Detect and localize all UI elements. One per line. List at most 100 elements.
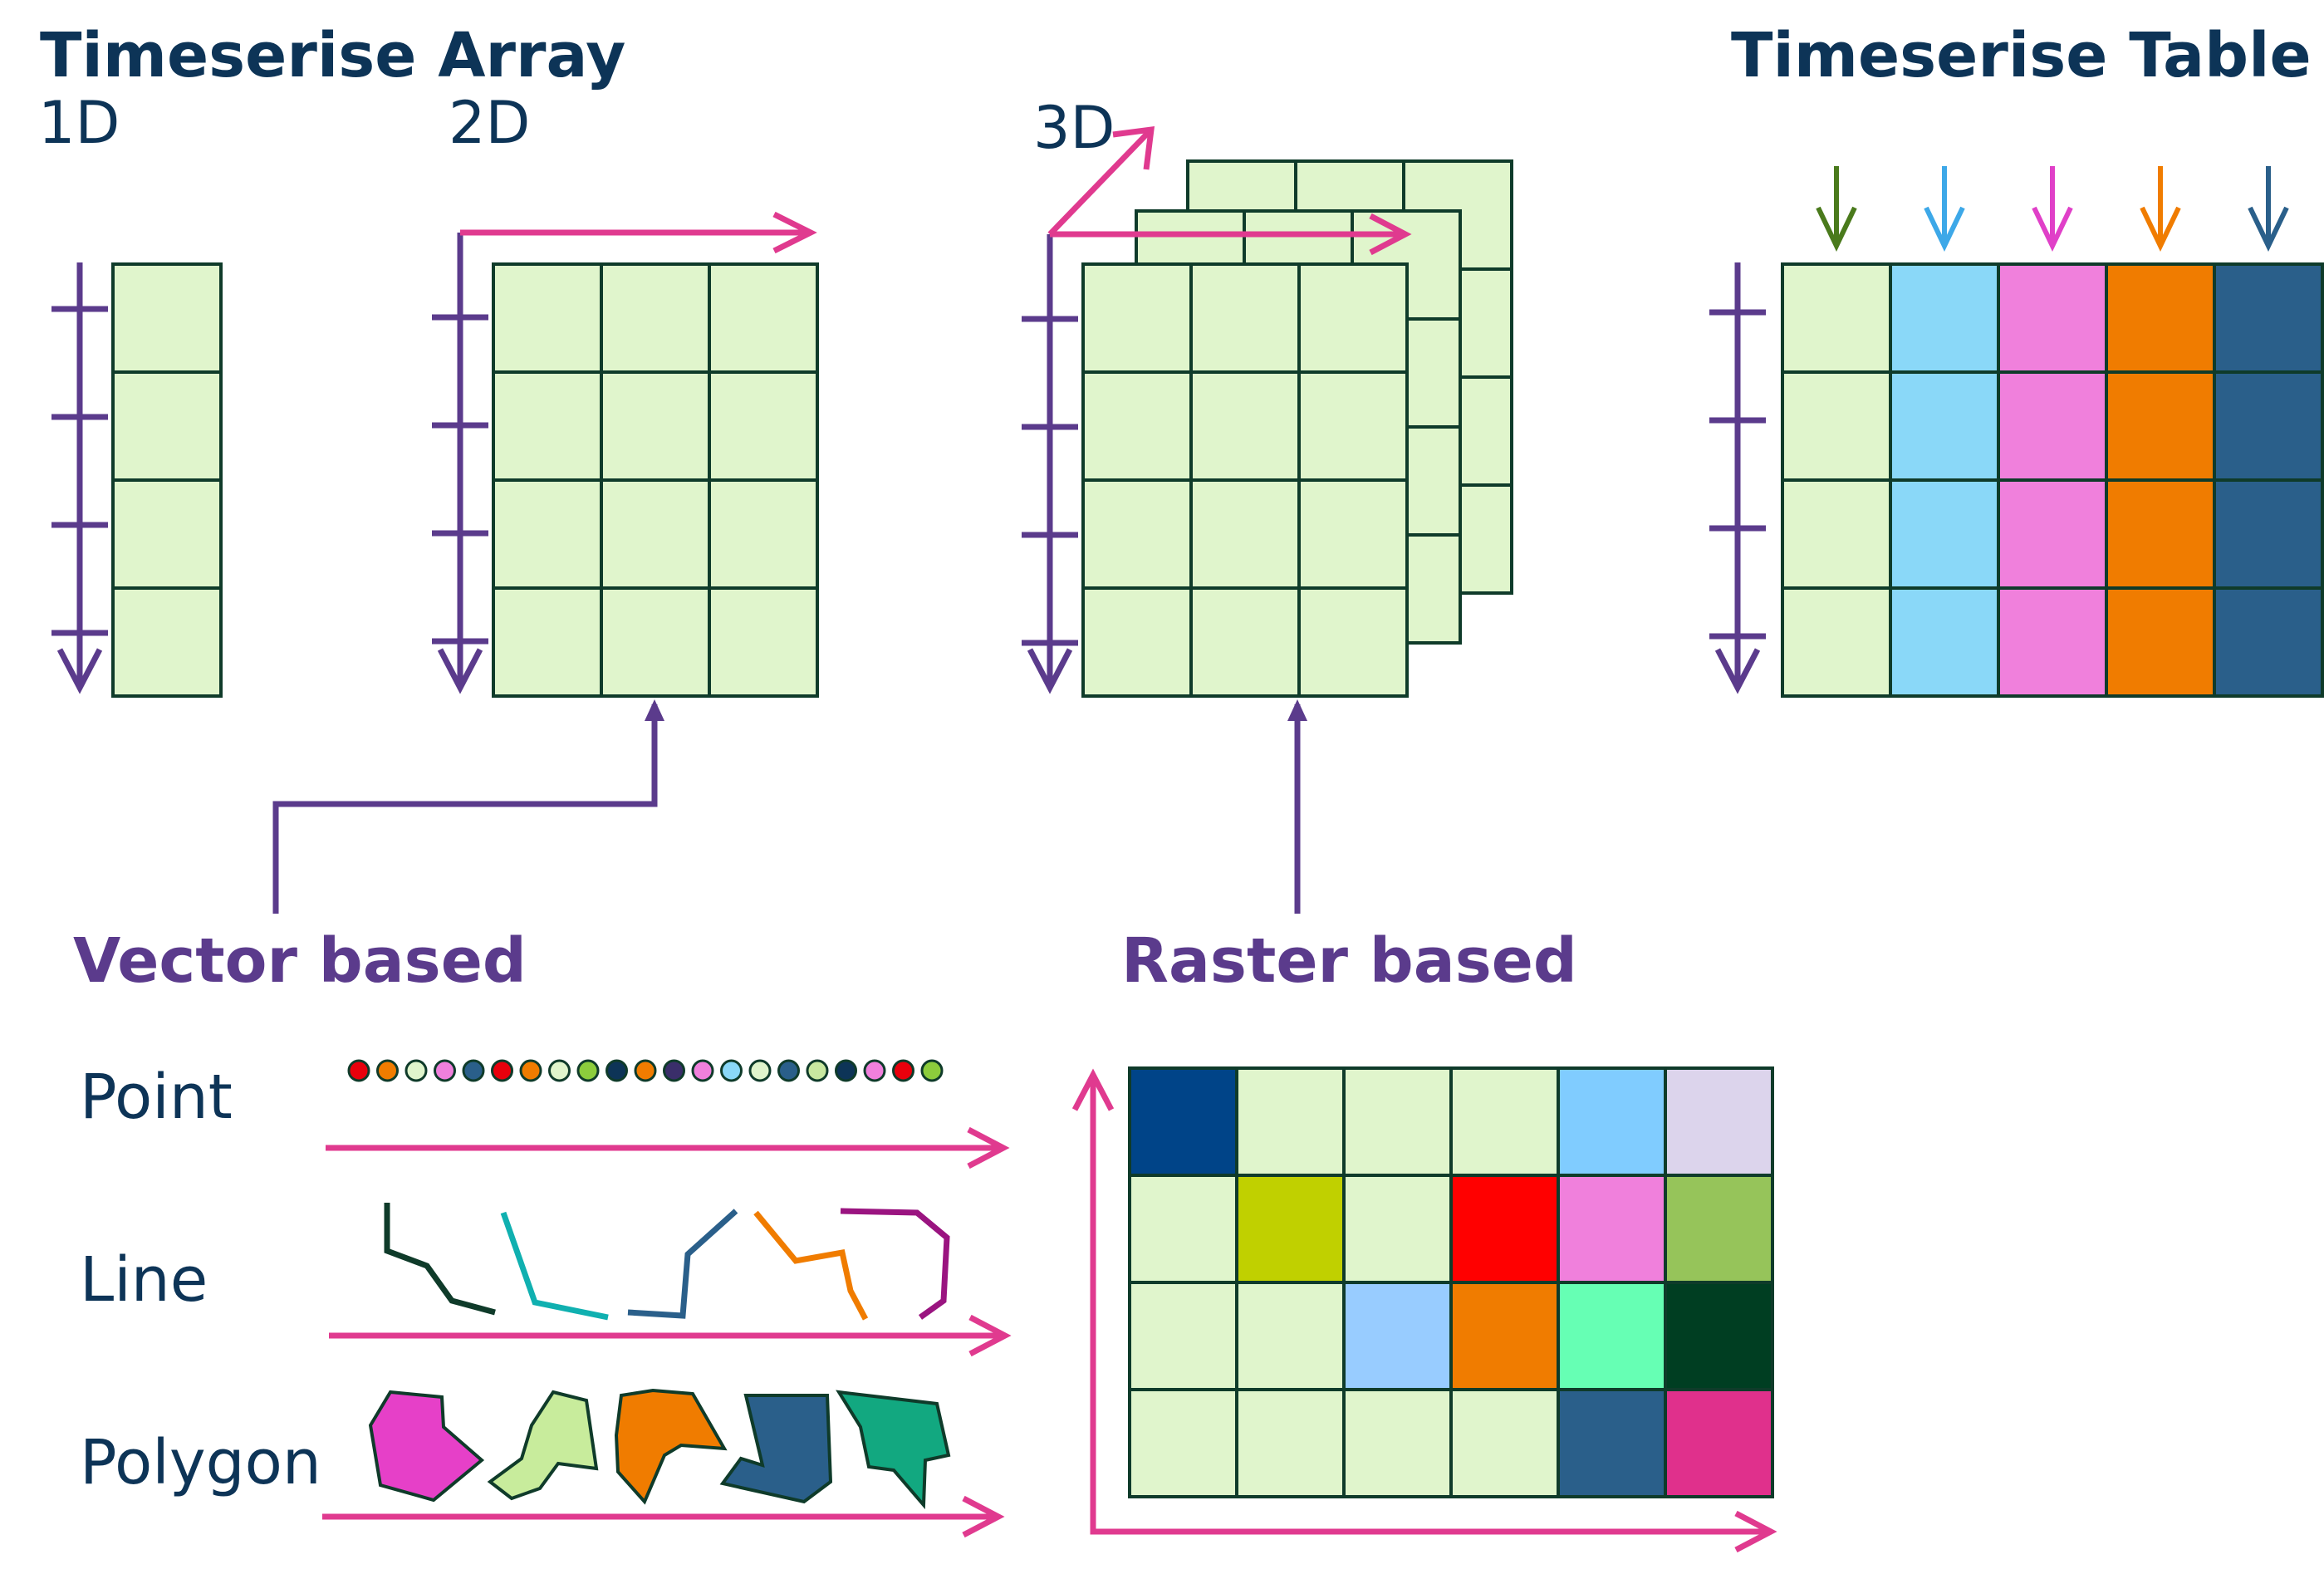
raster-cell <box>1449 1066 1560 1177</box>
time-axis-2d <box>432 233 488 694</box>
array-2d <box>492 262 819 698</box>
raster-cell <box>1128 1174 1238 1284</box>
polygon-feature <box>368 1390 485 1503</box>
point-feature <box>777 1059 800 1082</box>
raster-cell <box>1128 1388 1238 1498</box>
line-feature <box>500 1211 609 1321</box>
raster-axes <box>1071 1068 1777 1553</box>
point-feature <box>634 1059 657 1082</box>
point-feature <box>434 1059 456 1082</box>
point-feature <box>748 1059 772 1082</box>
time-axis-1d <box>51 262 108 694</box>
points-row <box>347 1059 944 1082</box>
table-cell <box>1997 586 2108 698</box>
column-arrow-head <box>1924 206 1965 252</box>
line-time-axis <box>329 1314 1012 1357</box>
point-feature <box>462 1059 485 1082</box>
column-arrow-head <box>2140 206 2181 252</box>
line-feature <box>753 1210 869 1321</box>
line-feature <box>627 1209 738 1319</box>
point-feature <box>606 1059 628 1082</box>
cell-1d <box>111 586 223 698</box>
raster-cell <box>1557 1281 1667 1391</box>
polygon-feature <box>836 1390 951 1510</box>
raster-cell <box>1128 1281 1238 1391</box>
raster-cell <box>1449 1174 1560 1284</box>
point-feature <box>863 1059 886 1082</box>
timeseries-table <box>1781 166 2324 698</box>
raster-cell <box>1342 1388 1453 1498</box>
lines-row <box>384 1203 950 1321</box>
table-cell <box>2213 370 2324 482</box>
table-cell <box>1997 262 2108 374</box>
polygon-time-axis <box>322 1495 1005 1538</box>
polygon-feature <box>719 1394 833 1504</box>
raster-cell <box>1449 1388 1560 1498</box>
table-cell <box>2213 586 2324 698</box>
column-arrow-head <box>1816 206 1857 252</box>
table-cell <box>2213 478 2324 590</box>
space-axis-2d <box>460 211 817 254</box>
polygons-row <box>368 1388 951 1510</box>
point-feature <box>691 1059 714 1082</box>
column-arrow-head <box>2248 206 2289 252</box>
raster-cell <box>1664 1174 1774 1284</box>
array-1d <box>111 262 223 698</box>
line-feature <box>840 1208 950 1320</box>
table-cell <box>1889 262 2000 374</box>
point-feature <box>576 1059 600 1082</box>
raster-cell <box>1342 1281 1453 1391</box>
table-cell <box>2105 262 2216 374</box>
cell-1d <box>111 478 223 590</box>
raster-cell <box>1449 1281 1560 1391</box>
cell-1d <box>111 262 223 374</box>
point-feature <box>892 1059 914 1082</box>
point-feature <box>491 1059 513 1082</box>
connector-raster-to-3d <box>1287 699 1307 914</box>
raster-cell <box>1664 1388 1774 1498</box>
table-cell <box>1781 478 1892 590</box>
raster-cell <box>1342 1066 1453 1177</box>
space-axes-3d <box>1047 125 1412 256</box>
raster-cell <box>1235 1174 1346 1284</box>
table-cell <box>1781 262 1892 374</box>
raster-cell <box>1235 1281 1346 1391</box>
table-cell <box>1997 478 2108 590</box>
raster-grid <box>1128 1066 1774 1498</box>
table-cell <box>2213 262 2324 374</box>
table-cell <box>2105 478 2216 590</box>
label-polygon: Polygon <box>80 1427 321 1498</box>
table-cell <box>2105 370 2216 482</box>
raster-cell <box>1664 1281 1774 1391</box>
label-1d: 1D <box>38 89 120 157</box>
raster-cell <box>1128 1066 1238 1177</box>
table-cell <box>1781 370 1892 482</box>
point-feature <box>663 1059 685 1082</box>
point-feature <box>806 1059 829 1082</box>
time-axis-table <box>1709 262 1766 694</box>
heading-timeseries-table: Timeserise Table <box>1731 20 2312 91</box>
point-time-axis <box>326 1126 1010 1169</box>
section-vector-based: Vector based <box>73 925 527 997</box>
column-arrow-head <box>2032 206 2073 252</box>
raster-cell <box>1557 1066 1667 1177</box>
table-cell <box>1889 370 2000 482</box>
table-cell <box>1781 586 1892 698</box>
table-cell <box>2105 586 2216 698</box>
raster-cell <box>1557 1388 1667 1498</box>
raster-cell <box>1664 1066 1774 1177</box>
table-cell <box>1889 586 2000 698</box>
label-3d: 3D <box>1033 94 1115 162</box>
raster-cell <box>1342 1174 1453 1284</box>
point-feature <box>720 1059 743 1082</box>
time-axis-3d <box>1022 234 1078 694</box>
array-3d-front <box>1081 262 1409 698</box>
table-cell <box>1889 478 2000 590</box>
point-feature <box>835 1059 857 1082</box>
raster-cell <box>1235 1388 1346 1498</box>
point-feature <box>347 1059 370 1082</box>
raster-cell <box>1557 1174 1667 1284</box>
section-raster-based: Raster based <box>1121 925 1577 997</box>
label-point: Point <box>80 1062 233 1133</box>
